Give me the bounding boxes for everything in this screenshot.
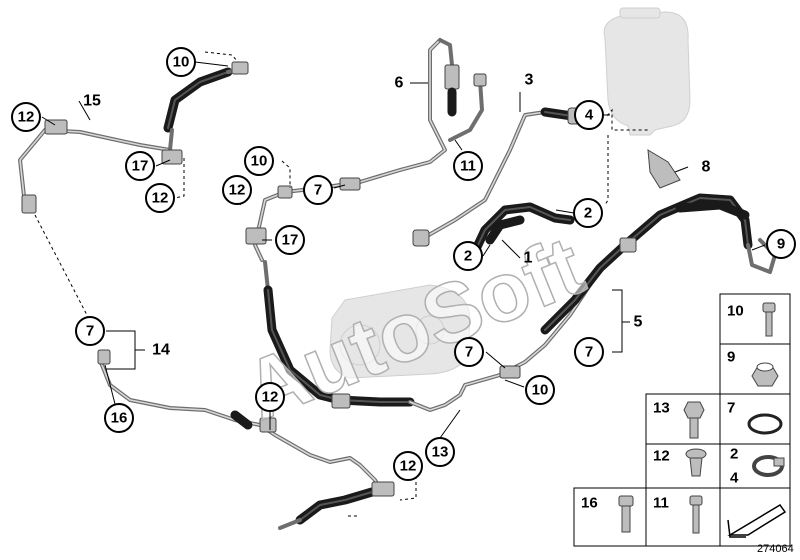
callout-label: 7 — [585, 344, 593, 361]
label-3[interactable]: 3 — [525, 72, 534, 89]
callout-label: 7 — [465, 344, 473, 361]
callout-10-middle[interactable]: 10 — [244, 146, 274, 176]
callout-label: 10 — [251, 153, 268, 170]
callout-10-lower[interactable]: 10 — [525, 375, 555, 405]
label-8[interactable]: 8 — [702, 159, 711, 176]
hex-nut-icon — [751, 362, 779, 387]
callout-7-right[interactable]: 7 — [574, 337, 604, 367]
callout-label: 8 — [702, 159, 711, 176]
callout-7-upper[interactable]: 7 — [303, 175, 333, 205]
reservoir-ghost — [603, 7, 691, 136]
pipe-assembly-upper-middle — [245, 38, 487, 262]
arrow-direction-icon — [727, 504, 787, 538]
callout-label: 11 — [460, 158, 476, 175]
table-label-11: 11 — [653, 495, 669, 512]
suction-hose-center — [465, 202, 575, 267]
callout-label: 17 — [132, 158, 149, 175]
callout-label: 2 — [584, 205, 592, 222]
pressure-hose-upper-left — [18, 61, 249, 214]
table-label-12: 12 — [653, 448, 670, 465]
label-15[interactable]: 15 — [83, 93, 101, 110]
callout-4[interactable]: 4 — [574, 100, 604, 130]
callout-label: 5 — [634, 314, 643, 331]
callout-10-top[interactable]: 10 — [166, 47, 196, 77]
callout-2-right[interactable]: 2 — [573, 198, 603, 228]
callout-label: 9 — [777, 236, 785, 253]
callout-12-below-17[interactable]: 12 — [145, 183, 175, 213]
callout-label: 1 — [524, 250, 533, 267]
o-ring-icon — [747, 413, 783, 435]
return-pipe-lower — [97, 349, 395, 530]
hose-center-to-reservoir — [412, 107, 581, 247]
callout-12-lower-middle[interactable]: 12 — [255, 382, 285, 412]
callout-2-left[interactable]: 2 — [453, 241, 483, 271]
callout-11[interactable]: 11 — [453, 151, 483, 181]
label-5[interactable]: 5 — [634, 314, 643, 331]
callout-7-center[interactable]: 7 — [454, 337, 484, 367]
callout-label: 15 — [83, 93, 101, 110]
callout-label: 13 — [432, 444, 449, 461]
table-label-4: 4 — [730, 470, 739, 487]
callout-17-upper-left[interactable]: 17 — [125, 151, 155, 181]
screw-icon — [762, 302, 776, 337]
label-14[interactable]: 14 — [152, 342, 170, 359]
callout-label: 12 — [18, 109, 35, 126]
label-1[interactable]: 1 — [524, 250, 533, 267]
table-label-9: 9 — [727, 349, 735, 366]
callout-17-middle[interactable]: 17 — [275, 225, 305, 255]
table-label-7: 7 — [727, 400, 735, 417]
callout-label: 7 — [86, 323, 94, 340]
callout-label: 16 — [111, 410, 128, 427]
callout-label: 17 — [282, 232, 299, 249]
table-label-16: 16 — [581, 495, 598, 512]
callout-16-left[interactable]: 16 — [104, 403, 134, 433]
callout-label: 4 — [585, 107, 594, 124]
steering-pump-ghost — [329, 284, 471, 379]
callout-13[interactable]: 13 — [425, 437, 455, 467]
callout-label: 12 — [400, 458, 417, 475]
long-hose-to-cooler — [263, 149, 777, 412]
callout-12-upper-left[interactable]: 12 — [11, 102, 41, 132]
socket-screw-icon — [618, 495, 634, 533]
callout-label: 10 — [532, 382, 549, 399]
callout-9[interactable]: 9 — [766, 229, 796, 259]
screw-icon — [689, 495, 703, 534]
callout-label: 12 — [152, 190, 169, 207]
callout-label: 12 — [229, 182, 246, 199]
parts-table: 10 9 13 7 12 2 4 — [573, 293, 791, 547]
callout-12-bottom[interactable]: 12 — [393, 451, 423, 481]
callout-label: 2 — [464, 248, 472, 265]
leader-lines — [34, 51, 766, 517]
label-6[interactable]: 6 — [395, 75, 404, 92]
bolt-icon — [683, 401, 705, 439]
callout-7-left[interactable]: 7 — [75, 316, 105, 346]
callout-12-middle[interactable]: 12 — [222, 175, 252, 205]
callout-label: 6 — [395, 75, 404, 92]
callout-label: 3 — [525, 72, 534, 89]
callout-label: 10 — [173, 54, 190, 71]
table-label-2: 2 — [730, 446, 738, 463]
callout-label: 12 — [262, 389, 279, 406]
callout-label: 14 — [152, 342, 170, 359]
expanding-rivet-icon — [685, 448, 707, 477]
hose-clamp-icon — [752, 455, 785, 477]
table-label-13: 13 — [653, 400, 670, 417]
table-label-10: 10 — [727, 303, 744, 320]
diagram-number: 274064 — [757, 543, 794, 555]
callout-label: 7 — [314, 182, 322, 199]
